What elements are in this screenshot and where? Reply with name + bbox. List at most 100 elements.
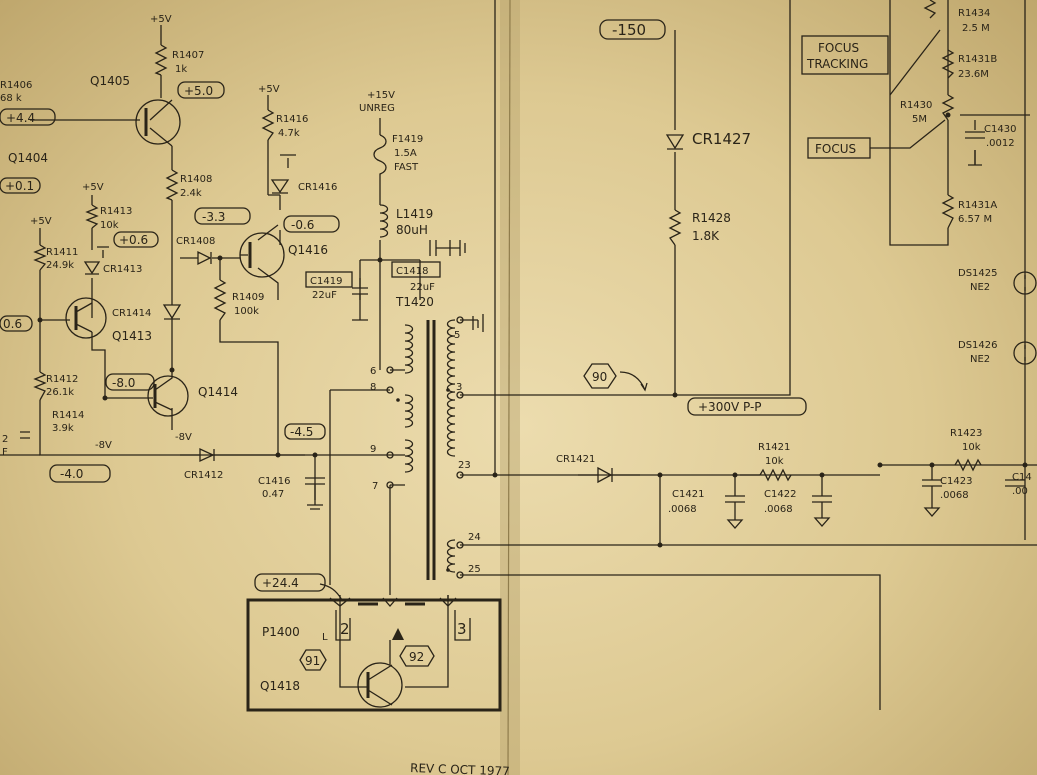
pin-8: 8 bbox=[370, 382, 376, 393]
c1423-ref: C1423 bbox=[940, 476, 972, 487]
c1421-ref: C1421 bbox=[672, 489, 704, 500]
r1416-symbol bbox=[261, 109, 275, 141]
c1421-value: .0068 bbox=[668, 504, 697, 515]
cr1412-symbol bbox=[199, 447, 215, 463]
l1419-symbol bbox=[379, 204, 389, 238]
hex-91: 91 bbox=[305, 654, 320, 668]
junctions bbox=[37, 112, 1028, 548]
r1407-ref: R1407 bbox=[172, 50, 204, 61]
t1420-ref: T1420 bbox=[395, 295, 434, 309]
partial-left-f: F bbox=[2, 447, 8, 458]
cr1413-ref: CR1413 bbox=[103, 264, 142, 275]
magnetics bbox=[373, 134, 464, 580]
grounds bbox=[97, 154, 484, 601]
r1431a-value: 6.57 M bbox=[958, 214, 992, 225]
r1431a-symbol bbox=[941, 194, 955, 229]
r1414-value: 3.9k bbox=[52, 423, 74, 434]
c1418-symbol bbox=[429, 240, 451, 256]
wires bbox=[0, 0, 1037, 710]
q1405-ref: Q1405 bbox=[90, 74, 130, 88]
c1430-value: .0012 bbox=[986, 138, 1015, 149]
tag-plus-0-1: +0.1 bbox=[5, 179, 34, 193]
tag-minus-8-0: -8.0 bbox=[112, 376, 135, 390]
c1418-ref: C1418 bbox=[396, 266, 428, 277]
r1412-ref: R1412 bbox=[46, 374, 78, 385]
c1416-symbol bbox=[305, 477, 325, 510]
pin-3: 3 bbox=[456, 382, 462, 393]
ds1426-ref: DS1426 bbox=[958, 340, 998, 351]
q1418-ref: Q1418 bbox=[260, 679, 300, 693]
cr1413-symbol bbox=[83, 261, 101, 275]
supply-r1413: +5V bbox=[82, 182, 104, 193]
pin-labels: 6 8 9 7 5 3 23 24 25 2 3 L bbox=[322, 330, 481, 643]
r1428-value: 1.8K bbox=[692, 229, 720, 243]
diodes bbox=[83, 134, 685, 484]
pin-9: 9 bbox=[370, 444, 376, 455]
supply-r1411: +5V bbox=[30, 216, 52, 227]
c1419-ref: C1419 bbox=[310, 276, 342, 287]
r1421-symbol bbox=[740, 468, 792, 482]
ds1425-symbol bbox=[1013, 271, 1037, 295]
q1413-symbol bbox=[65, 297, 107, 339]
revision-footer: REV C OCT 1977 bbox=[410, 761, 510, 775]
r1411-ref: R1411 bbox=[46, 247, 78, 258]
c1422-value: .0068 bbox=[764, 504, 793, 515]
focus-tracking-line1: FOCUS bbox=[818, 41, 859, 55]
r1413-symbol bbox=[85, 204, 99, 229]
voltage-tags: +5.0 +4.4 +0.1 +0.6 -3.3 -0.6 0.6 -8.0 -… bbox=[0, 19, 807, 592]
page-fold bbox=[500, 0, 520, 775]
supply-q1414-neg: -8V bbox=[175, 432, 192, 443]
q1414-ref: Q1414 bbox=[198, 385, 238, 399]
tag-plus-5-0: +5.0 bbox=[184, 84, 213, 98]
supply-q1405: +5V bbox=[150, 14, 172, 25]
cr1408-symbol bbox=[197, 250, 212, 266]
c1430-symbol bbox=[965, 131, 985, 166]
r1408-value: 2.4k bbox=[180, 188, 202, 199]
c1418-value: 22uF bbox=[410, 282, 435, 293]
r1416-value: 4.7k bbox=[278, 128, 300, 139]
r1406-value: 68 k bbox=[0, 93, 22, 104]
neon-lamps bbox=[1013, 271, 1037, 365]
capacitors bbox=[20, 131, 1025, 529]
cr1408-ref: CR1408 bbox=[176, 236, 215, 247]
ds1426-symbol bbox=[1013, 341, 1037, 365]
cr1427-symbol bbox=[665, 134, 685, 150]
cr1416-symbol bbox=[270, 179, 290, 194]
ds1425-ref: DS1425 bbox=[958, 268, 998, 279]
pin-6: 6 bbox=[370, 366, 376, 377]
tag-plus-24-4: +24.4 bbox=[262, 576, 299, 590]
pin-25: 25 bbox=[468, 564, 481, 575]
tag-minus-3-3: -3.3 bbox=[202, 210, 225, 224]
c1430-ref: C1430 bbox=[984, 124, 1016, 135]
ds1425-value: NE2 bbox=[970, 282, 990, 293]
r1406-ref: R1406 bbox=[0, 80, 32, 91]
r1412-value: 26.1k bbox=[46, 387, 74, 398]
tag-plus-300: +300V P-P bbox=[698, 400, 762, 414]
p1400-ref: P1400 bbox=[262, 625, 300, 639]
fold-line bbox=[507, 0, 511, 775]
r1409-symbol bbox=[213, 279, 227, 321]
r1423-symbol bbox=[954, 458, 982, 472]
r1413-ref: R1413 bbox=[100, 206, 132, 217]
c1419-symbol bbox=[352, 278, 368, 310]
cr1416-ref: CR1416 bbox=[298, 182, 337, 193]
r1409-value: 100k bbox=[234, 306, 259, 317]
component-labels: R1406 68 k R1407 1k Q1405 Q1404 R1408 2.… bbox=[0, 8, 1032, 693]
r1434-value: 2.5 M bbox=[962, 23, 990, 34]
r1421-ref: R1421 bbox=[758, 442, 790, 453]
c1422-symbol bbox=[812, 490, 832, 527]
r1431b-value: 23.6M bbox=[958, 69, 989, 80]
r1408-ref: R1408 bbox=[180, 174, 212, 185]
r1414-ref: R1414 bbox=[52, 410, 84, 421]
tag-minus-0-6: -0.6 bbox=[291, 218, 314, 232]
c1423-symbol bbox=[922, 479, 942, 517]
resistors bbox=[33, 0, 982, 482]
r1431b-ref: R1431B bbox=[958, 54, 997, 65]
q1416-symbol bbox=[239, 232, 285, 278]
q1404-ref: Q1404 bbox=[8, 151, 48, 165]
q1418-symbol bbox=[357, 662, 403, 708]
c1421-symbol bbox=[725, 490, 745, 529]
focus-tracking-line2: TRACKING bbox=[806, 57, 868, 71]
c1423-value: .0068 bbox=[940, 490, 969, 501]
